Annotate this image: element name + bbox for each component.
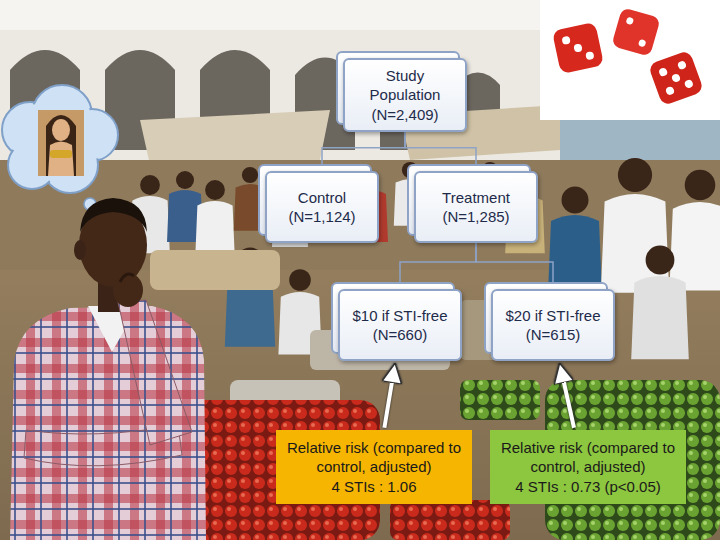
arm-box: $10 if STI-free(N=660) <box>338 289 462 361</box>
node-value: (N=1,285) <box>442 207 509 227</box>
group-box: Treatment(N=1,285) <box>414 171 538 243</box>
thinking-man <box>10 198 206 540</box>
pointer-arrow <box>384 365 394 428</box>
node-value: 4 STIs : 0.73 (p<0.05) <box>515 477 661 497</box>
node-heading: $10 if STI-free <box>352 306 447 326</box>
result-box: Relative risk (compared to control, adju… <box>490 430 686 505</box>
node-value: (N=1,124) <box>288 207 355 227</box>
node-value: (N=615) <box>526 325 581 345</box>
population-box: Study Population(N=2,409) <box>343 58 467 133</box>
node-value: 4 STIs : 1.06 <box>331 477 416 497</box>
node-heading: Treatment <box>442 188 510 208</box>
result-box: Relative risk (compared to control, adju… <box>276 430 472 505</box>
arm-box: $20 if STI-free(N=615) <box>491 289 615 361</box>
node-heading: Relative risk (compared to control, adju… <box>500 438 676 477</box>
node-heading: Control <box>298 188 346 208</box>
group-box: Control(N=1,124) <box>265 171 379 243</box>
node-heading: Relative risk (compared to control, adju… <box>286 438 462 477</box>
pointer-arrow <box>560 365 574 428</box>
node-heading: $20 if STI-free <box>505 306 600 326</box>
node-value: (N=2,409) <box>371 105 438 125</box>
node-value: (N=660) <box>373 325 428 345</box>
node-heading: Study Population <box>358 66 453 105</box>
